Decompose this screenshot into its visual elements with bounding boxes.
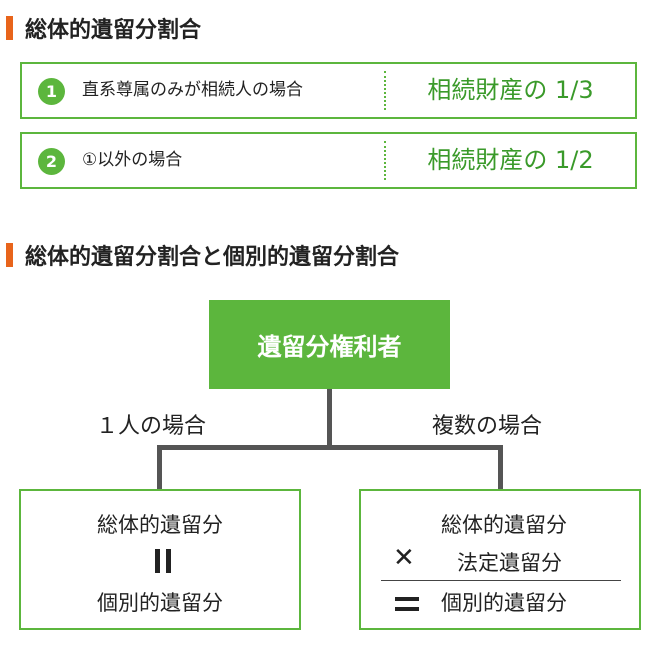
section1-heading: 総体的遺留分割合 <box>6 13 201 43</box>
row-ratio: 相続財産の 1/3 <box>427 76 594 104</box>
equals-icon <box>395 597 419 611</box>
overall-reserve-label: 総体的遺留分 <box>441 513 567 537</box>
row-condition: ①以外の場合 <box>82 150 183 170</box>
connector-vertical-left <box>157 445 162 490</box>
equals-vertical-icon <box>155 549 173 573</box>
statutory-share-label: 法定遺留分 <box>457 551 562 575</box>
row-condition: 直系尊属のみが相続人の場合 <box>82 80 303 100</box>
overall-reserve-label: 総体的遺留分 <box>97 513 223 537</box>
ratio-row-1: 1 直系尊属のみが相続人の場合 相続財産の 1/3 <box>20 62 637 119</box>
section1-title: 総体的遺留分割合 <box>25 18 202 43</box>
connector-vertical-right <box>498 445 503 490</box>
heading-bar <box>6 243 13 267</box>
dotted-separator <box>384 71 386 110</box>
single-case-box: 総体的遺留分 個別的遺留分 <box>19 489 301 630</box>
dotted-separator <box>384 141 386 180</box>
branch-label-single: １人の場合 <box>96 414 207 439</box>
multiple-case-box: 総体的遺留分 ✕ 法定遺留分 個別的遺留分 <box>359 489 641 630</box>
branch-label-multiple: 複数の場合 <box>432 414 543 439</box>
ratio-row-2: 2 ①以外の場合 相続財産の 1/2 <box>20 132 637 189</box>
heading-bar <box>6 16 13 40</box>
section2-heading: 総体的遺留分割合と個別的遺留分割合 <box>6 240 399 270</box>
row-number-badge: 2 <box>38 148 65 175</box>
row-number-badge: 1 <box>38 78 65 105</box>
section2-title: 総体的遺留分割合と個別的遺留分割合 <box>25 245 400 270</box>
root-node: 遺留分権利者 <box>209 300 450 389</box>
individual-reserve-label: 個別的遺留分 <box>97 591 223 615</box>
individual-reserve-label: 個別的遺留分 <box>441 591 567 615</box>
multiply-icon: ✕ <box>393 543 415 573</box>
connector-horizontal <box>157 445 503 450</box>
row-ratio: 相続財産の 1/2 <box>427 146 594 174</box>
connector-vertical-root <box>327 389 332 447</box>
fraction-line <box>381 580 621 581</box>
